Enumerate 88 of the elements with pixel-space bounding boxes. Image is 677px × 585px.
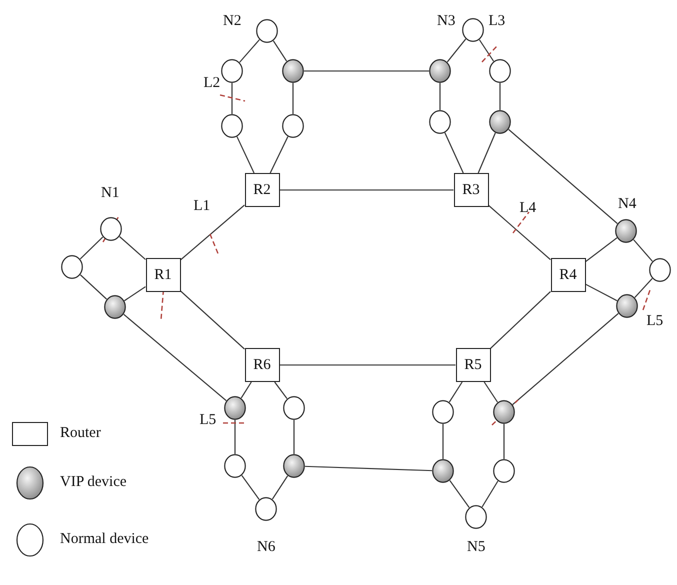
failure-label: L5 bbox=[646, 314, 664, 329]
link-line bbox=[448, 382, 463, 402]
ring-label: N6 bbox=[257, 540, 276, 555]
device-circle bbox=[221, 59, 243, 83]
link-line bbox=[478, 39, 494, 62]
device-circle bbox=[489, 59, 511, 83]
link-line bbox=[236, 136, 255, 174]
ring-label: N3 bbox=[437, 14, 456, 29]
link-line bbox=[270, 136, 288, 174]
link-line bbox=[488, 204, 551, 260]
router-box: R2 bbox=[244, 173, 280, 207]
link-line bbox=[280, 189, 454, 191]
failure-label: L4 bbox=[520, 201, 536, 216]
link-line bbox=[446, 38, 466, 62]
link-line bbox=[180, 204, 245, 260]
link-line bbox=[80, 236, 104, 260]
link-line bbox=[449, 480, 470, 508]
link-line bbox=[239, 39, 260, 63]
device-circle bbox=[224, 454, 246, 478]
device-circle bbox=[61, 255, 83, 279]
router-box: R1 bbox=[146, 258, 180, 292]
device-circle bbox=[283, 396, 305, 420]
device-circle bbox=[493, 459, 515, 483]
router-box: R4 bbox=[550, 258, 586, 292]
legend-label: Normal device bbox=[60, 532, 149, 547]
link-line bbox=[585, 237, 618, 262]
link-line bbox=[292, 83, 294, 114]
link-line bbox=[444, 132, 464, 174]
link-line bbox=[280, 364, 456, 366]
device-circle bbox=[432, 400, 454, 424]
vip-device-circle bbox=[489, 110, 511, 134]
router-box: R3 bbox=[454, 173, 488, 207]
ring-label: N2 bbox=[223, 14, 242, 29]
ring-label: N4 bbox=[618, 197, 636, 212]
legend-label: Router bbox=[60, 426, 101, 441]
vip-device-circle bbox=[616, 294, 638, 318]
vip-device-circle bbox=[429, 59, 451, 83]
link-line bbox=[633, 239, 653, 262]
failure-label: L5 bbox=[200, 413, 216, 428]
link-line bbox=[442, 424, 444, 459]
link-line bbox=[503, 424, 505, 459]
vip-device-circle bbox=[104, 295, 126, 319]
device-circle bbox=[256, 19, 278, 43]
link-line bbox=[124, 286, 146, 302]
failure-label: L3 bbox=[488, 14, 506, 29]
legend-label: VIP device bbox=[60, 475, 127, 490]
link-line bbox=[272, 40, 288, 62]
link-line bbox=[180, 290, 245, 350]
router-box: R6 bbox=[244, 348, 280, 382]
link-line bbox=[241, 475, 260, 500]
link-line bbox=[484, 382, 498, 403]
link-line bbox=[274, 382, 288, 400]
link-line bbox=[231, 83, 233, 114]
link-line bbox=[240, 382, 252, 398]
failure-label: L1 bbox=[194, 199, 210, 214]
device-circle bbox=[465, 505, 487, 529]
link-line bbox=[304, 70, 429, 72]
device-circle bbox=[255, 497, 277, 521]
link-line bbox=[482, 480, 498, 508]
device-circle bbox=[282, 114, 304, 138]
router-box: R5 bbox=[456, 348, 490, 382]
ring-label: N1 bbox=[101, 186, 120, 201]
link-line bbox=[490, 291, 551, 349]
vip-device-circle bbox=[282, 59, 304, 83]
link-line bbox=[585, 284, 618, 302]
link-line bbox=[634, 278, 653, 298]
link-line bbox=[119, 236, 146, 260]
link-line bbox=[499, 83, 501, 110]
vip-device-circle bbox=[283, 454, 305, 478]
link-line bbox=[478, 132, 496, 174]
ring-label: N5 bbox=[467, 540, 486, 555]
device-circle bbox=[462, 18, 484, 42]
link-line bbox=[512, 313, 619, 405]
device-circle bbox=[429, 110, 451, 134]
device-circle bbox=[649, 258, 671, 282]
vip-device-circle bbox=[224, 396, 246, 420]
vip-device-circle bbox=[432, 459, 454, 483]
link-line bbox=[272, 475, 288, 500]
failure-label: L2 bbox=[204, 76, 220, 91]
link-line bbox=[123, 314, 227, 402]
device-circle bbox=[221, 114, 243, 138]
link-line bbox=[80, 274, 107, 300]
vip-device-circle bbox=[615, 219, 637, 243]
link-line bbox=[293, 420, 295, 454]
link-line bbox=[439, 83, 441, 110]
link-line bbox=[508, 129, 618, 224]
link-line bbox=[234, 420, 236, 454]
link-line bbox=[304, 466, 432, 472]
